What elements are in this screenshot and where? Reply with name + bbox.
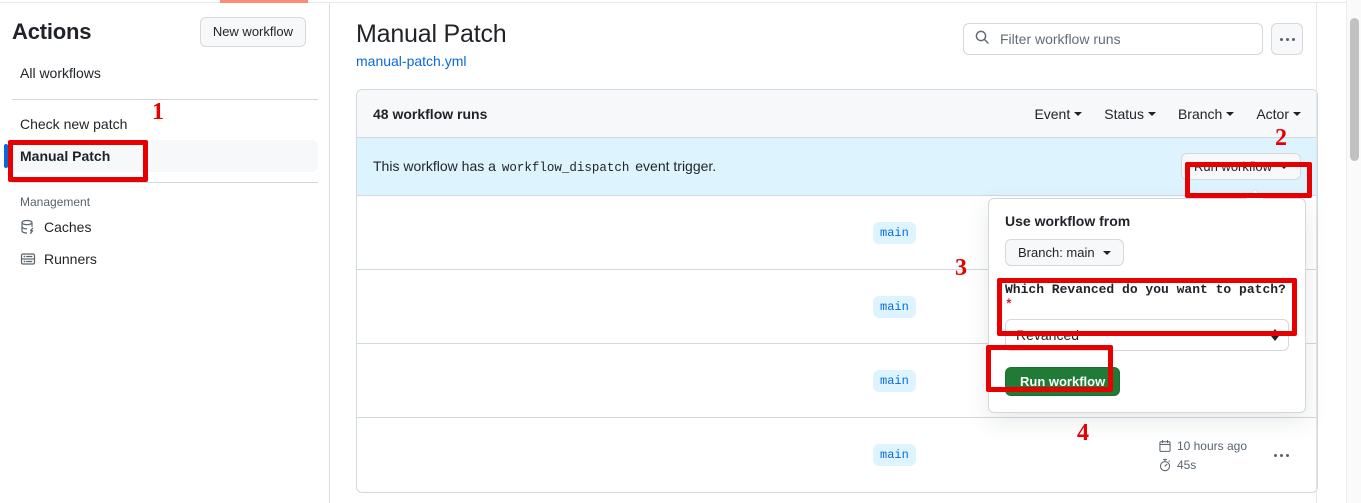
filter-status-label: Status xyxy=(1104,105,1144,122)
run-duration: 45s xyxy=(1158,458,1247,472)
run-workflow-button-label: Run workflow xyxy=(1193,159,1272,174)
run-workflow-dropdown-button[interactable]: Run workflow xyxy=(1180,153,1301,180)
branch-badge[interactable]: main xyxy=(873,369,916,392)
table-row[interactable]: main xyxy=(357,270,1317,344)
required-marker: * xyxy=(1005,297,1013,312)
chevron-down-icon xyxy=(1147,111,1156,116)
chevron-down-icon xyxy=(1293,111,1301,116)
sidebar-item-label: Manual Patch xyxy=(20,148,111,164)
stopwatch-icon xyxy=(1159,458,1171,471)
run-timestamp-label: 10 hours ago xyxy=(1176,438,1247,453)
search-icon xyxy=(974,29,990,50)
row-kebab-button[interactable] xyxy=(1274,453,1289,457)
calendar-icon xyxy=(1159,439,1171,452)
branch-select-label: Branch: main xyxy=(1018,245,1095,260)
management-nav-list: Caches Runners xyxy=(0,211,330,275)
table-row[interactable]: main xyxy=(357,196,1317,270)
page-title: Actions xyxy=(12,19,92,44)
cache-icon xyxy=(20,219,36,235)
branch-badge[interactable]: main xyxy=(873,444,916,466)
runners-icon xyxy=(20,251,36,267)
filter-event-button[interactable]: Event xyxy=(1034,105,1083,122)
sidebar-item-label: Check new patch xyxy=(20,116,128,132)
filter-branch-button[interactable]: Branch xyxy=(1177,105,1235,122)
page-scrollbar-thumb[interactable] xyxy=(1350,18,1359,161)
run-workflow-submit-button[interactable]: Run workflow xyxy=(1005,367,1121,396)
sidebar-header: Actions New workflow xyxy=(0,3,330,57)
workflow-file-link[interactable]: manual-patch.yml xyxy=(356,53,467,69)
page-load-progress-bar xyxy=(220,0,308,3)
runs-filter-group: Event Status Branch Actor xyxy=(1034,106,1301,122)
dispatch-text-before: This workflow has a xyxy=(373,158,496,174)
sidebar-item-runners[interactable]: Runners xyxy=(12,243,318,275)
run-workflow-panel-arrow xyxy=(1246,190,1264,199)
sidebar-item-caches[interactable]: Caches xyxy=(12,211,318,243)
sidebar-item-check-new-patch[interactable]: Check new patch xyxy=(12,108,318,140)
dispatch-banner-text: This workflow has a workflow_dispatch ev… xyxy=(373,158,716,175)
workflow-dispatch-banner: This workflow has a workflow_dispatch ev… xyxy=(357,138,1317,196)
page-scrollbar[interactable] xyxy=(1346,0,1361,503)
filter-workflow-runs-box[interactable] xyxy=(963,23,1263,55)
sidebar-item-label: Caches xyxy=(44,219,92,235)
top-hairline xyxy=(0,2,1361,3)
run-meta: 10 hours ago 45s xyxy=(1158,439,1247,472)
branch-badge[interactable]: main xyxy=(873,221,916,244)
chevron-down-icon xyxy=(1074,111,1083,116)
workflow-heading-group: Manual Patch manual-patch.yml xyxy=(356,19,507,69)
revanced-input-label: Which Revanced do you want to patch? * xyxy=(1005,282,1289,312)
sort-arrows-icon xyxy=(1271,329,1279,341)
workflow-runs-toolbar: 48 workflow runs Event Status Branch xyxy=(357,90,1317,138)
sidebar-vertical-rule xyxy=(329,3,330,503)
search-input[interactable] xyxy=(998,30,1252,48)
sidebar-item-label: All workflows xyxy=(20,65,101,81)
actions-sidebar: Actions New workflow All workflows Check… xyxy=(0,3,330,503)
dispatch-event-code: workflow_dispatch xyxy=(501,161,630,175)
header-kebab-button[interactable] xyxy=(1271,23,1303,55)
filter-actor-button[interactable]: Actor xyxy=(1256,106,1301,122)
new-workflow-button[interactable]: New workflow xyxy=(199,17,306,47)
filter-event-label: Event xyxy=(1034,105,1071,122)
table-row[interactable]: main 10 hours ago xyxy=(357,418,1317,492)
revanced-select[interactable]: Revanced xyxy=(1005,319,1289,351)
filter-branch-label: Branch xyxy=(1177,105,1223,122)
kebab-horizontal-icon xyxy=(1279,37,1295,41)
workflow-title: Manual Patch xyxy=(356,20,507,48)
header-actions xyxy=(963,19,1303,55)
filter-actor-label: Actor xyxy=(1256,105,1289,122)
run-timestamp: 10 hours ago xyxy=(1158,439,1247,453)
workflow-runs-count: 48 workflow runs xyxy=(373,105,488,122)
sidebar-item-manual-patch[interactable]: Manual Patch xyxy=(4,140,318,172)
run-duration-label: 45s xyxy=(1176,457,1197,472)
branch-select-button[interactable]: Branch: main xyxy=(1005,239,1124,266)
chevron-down-icon xyxy=(1102,250,1111,255)
workflow-header: Manual Patch manual-patch.yml xyxy=(331,3,1339,69)
filter-status-button[interactable]: Status xyxy=(1104,106,1156,122)
workflow-nav-list-2: Check new patch Manual Patch xyxy=(0,108,330,172)
branch-badge[interactable]: main xyxy=(873,295,916,318)
management-section-label: Management xyxy=(20,195,91,209)
workflow-nav-list: All workflows xyxy=(0,57,330,89)
main-right-rule xyxy=(1316,3,1317,503)
run-workflow-panel: Use workflow from Branch: main Which Rev… xyxy=(988,198,1306,413)
revanced-input-label-text: Which Revanced do you want to patch? xyxy=(1005,282,1286,297)
revanced-select-value: Revanced xyxy=(1016,327,1080,343)
sidebar-divider-1 xyxy=(12,99,318,100)
use-workflow-from-label: Use workflow from xyxy=(1005,213,1131,229)
chevron-down-icon xyxy=(1280,164,1288,169)
dispatch-text-after: event trigger. xyxy=(635,158,717,174)
sidebar-item-label: Runners xyxy=(44,251,97,267)
chevron-down-icon xyxy=(1226,111,1235,116)
sidebar-item-all-workflows[interactable]: All workflows xyxy=(12,57,318,89)
sidebar-divider-2 xyxy=(12,182,318,183)
